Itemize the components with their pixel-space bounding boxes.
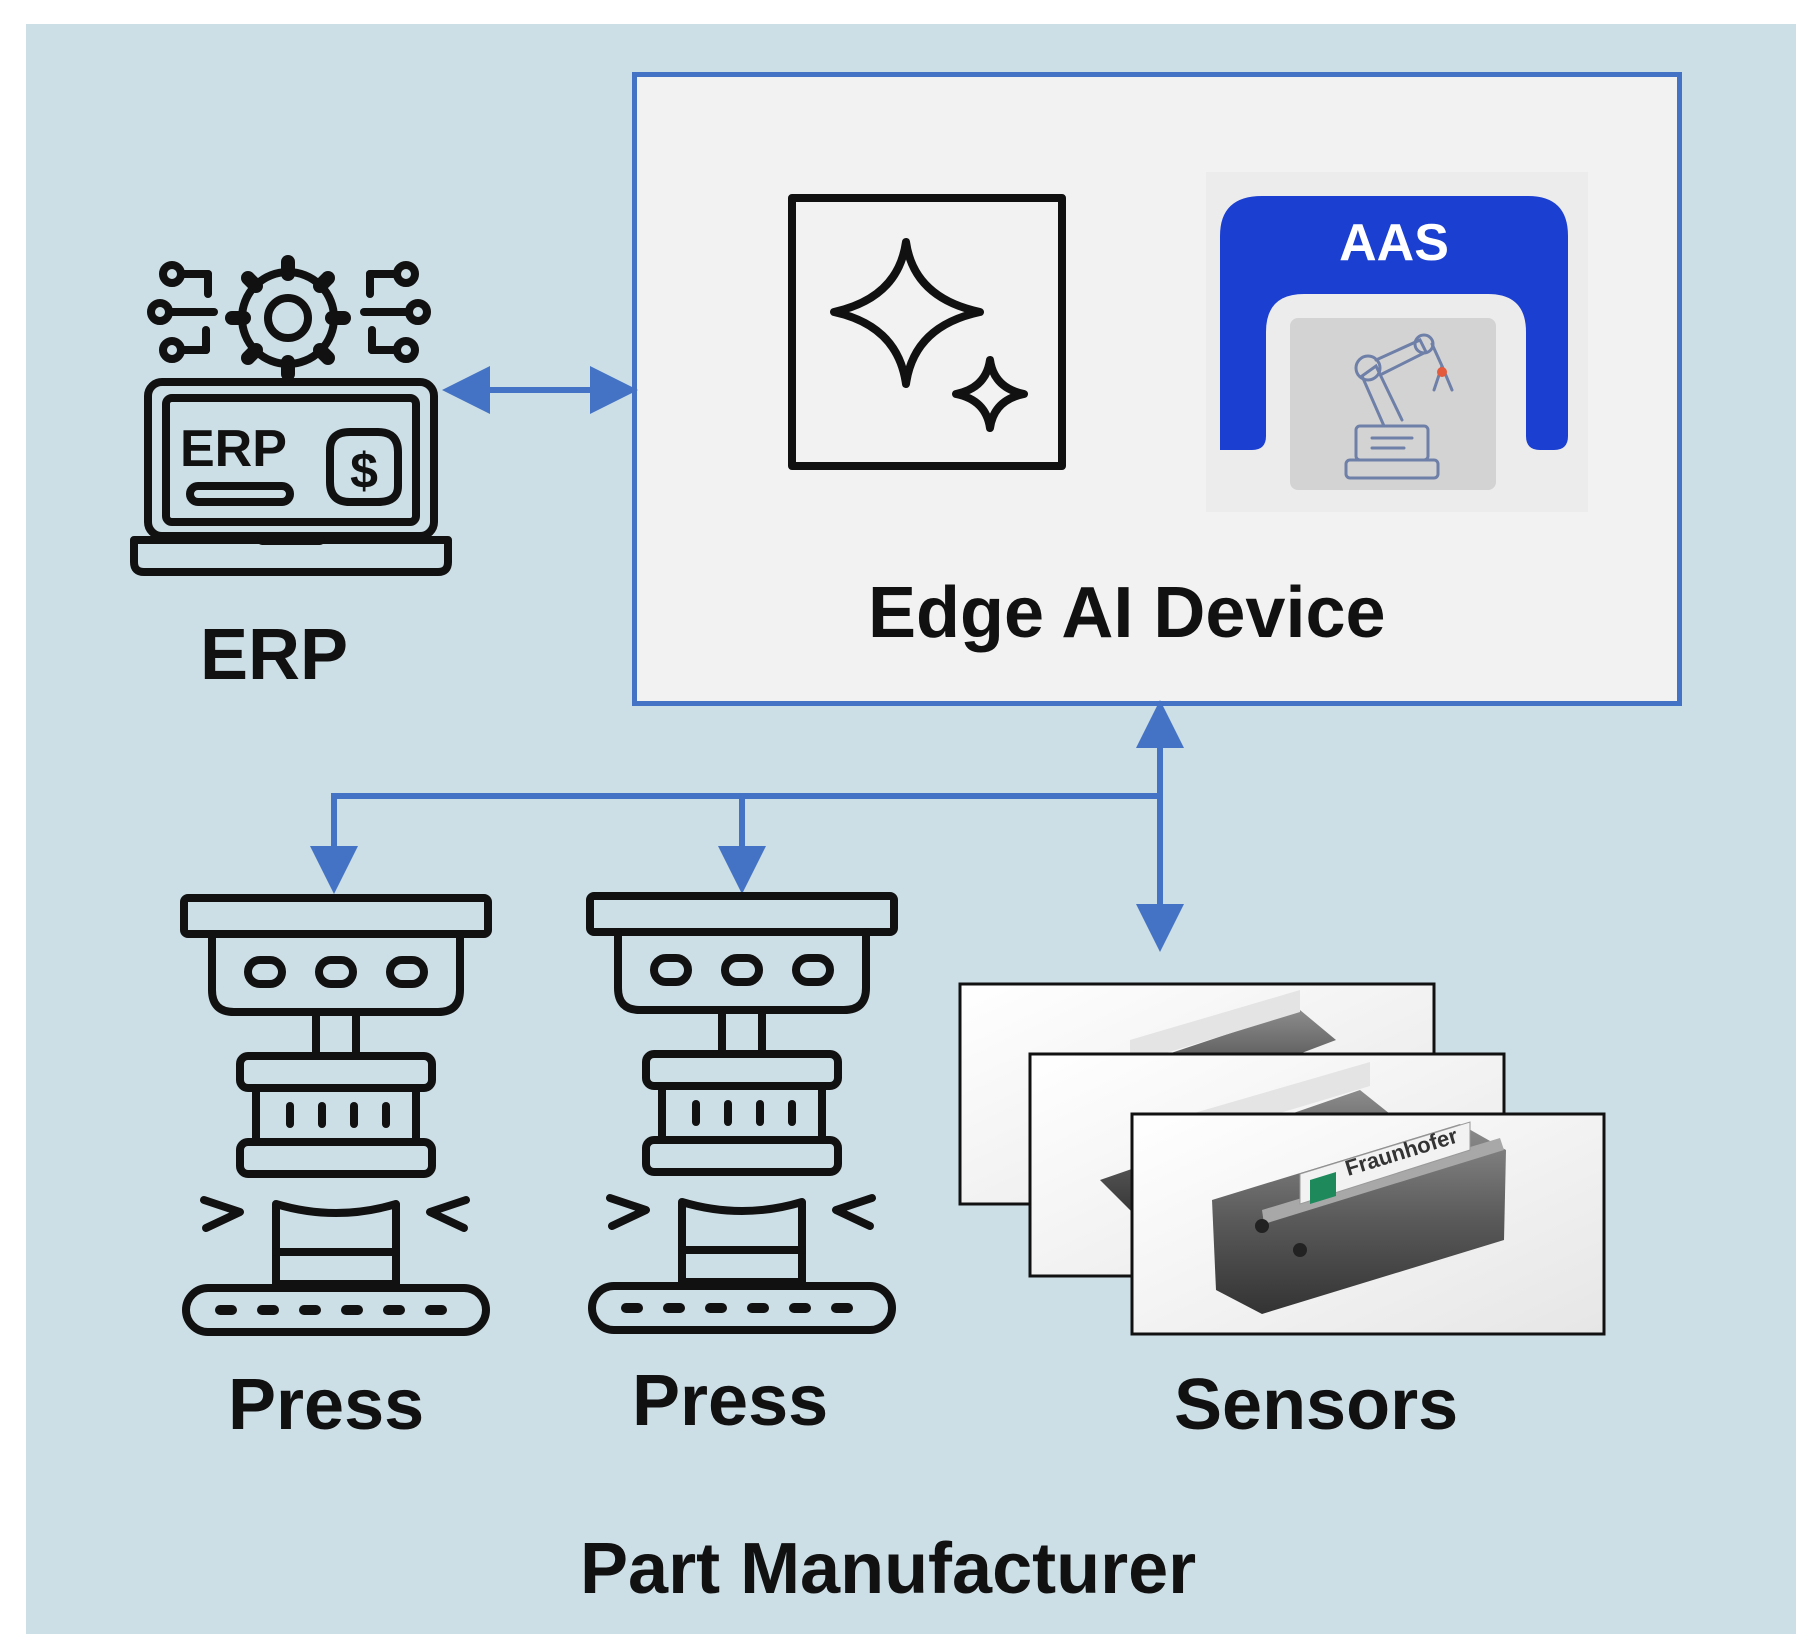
edge-ai-device-label: Edge AI Device <box>868 573 1386 653</box>
ai-sparkle-icon <box>788 194 1066 470</box>
dollar-icon: $ <box>350 443 378 499</box>
press-icon <box>180 894 492 1336</box>
erp-icon <box>130 255 452 576</box>
press-label-1: Press <box>228 1365 425 1445</box>
press-label-2: Press <box>632 1361 829 1441</box>
sensor-photo-3: Fraunhofer <box>1130 1112 1606 1336</box>
gear-icon <box>225 255 351 381</box>
aas-text: AAS <box>1339 214 1449 272</box>
erp-label: ERP <box>200 615 349 695</box>
erp-icon-text: ERP <box>180 420 287 478</box>
sensors-label: Sensors <box>1174 1365 1459 1445</box>
sensor-photos: Fraunhofer <box>958 982 1606 1336</box>
circuit-left-icon <box>147 261 218 363</box>
connectors <box>310 366 1184 952</box>
site-label: Part Manufacturer <box>580 1529 1197 1609</box>
press-icon-2 <box>590 896 894 1330</box>
circuit-right-icon <box>360 261 431 363</box>
aas-icon <box>1206 172 1588 512</box>
laptop-icon <box>130 378 452 576</box>
press-branch-connector <box>310 793 1160 894</box>
